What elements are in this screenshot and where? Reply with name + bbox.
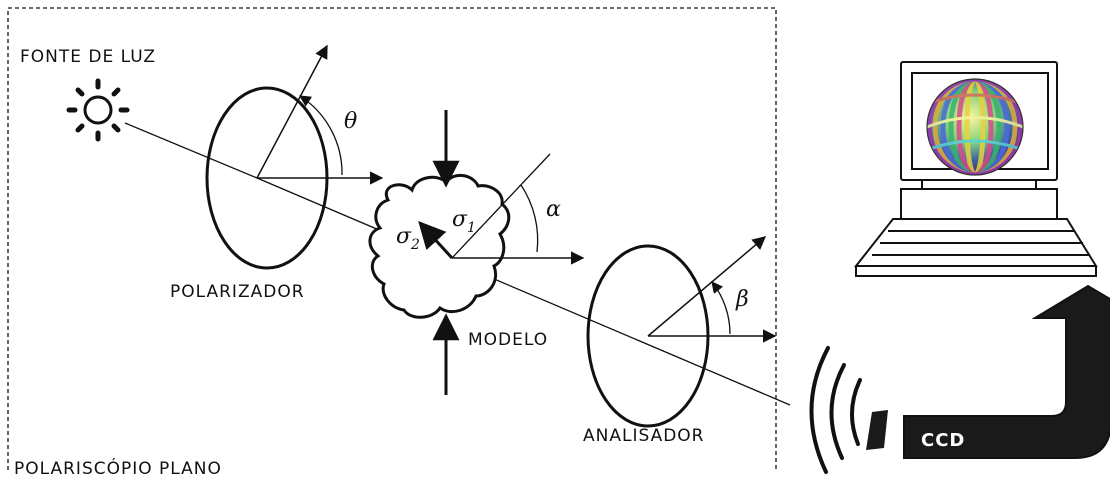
plane-polariscope-label: POLARISCÓPIO PLANO	[14, 457, 222, 479]
fringe-image	[927, 79, 1023, 175]
model	[370, 110, 583, 395]
analyzer-label: ANALISADOR	[583, 426, 704, 446]
alpha-symbol: α	[546, 197, 561, 222]
light-source-label: FONTE DE LUZ	[20, 47, 156, 67]
camera-label: CCD	[921, 430, 965, 451]
ccd-camera-icon	[866, 286, 1110, 458]
model-label: MODELO	[468, 330, 548, 350]
polarizer	[207, 46, 382, 268]
polarizer-label: POLARIZADOR	[170, 282, 305, 302]
signal-waves	[811, 348, 860, 472]
beta-symbol: β	[735, 287, 749, 312]
sun-icon	[69, 81, 127, 139]
theta-symbol: θ	[344, 109, 357, 134]
